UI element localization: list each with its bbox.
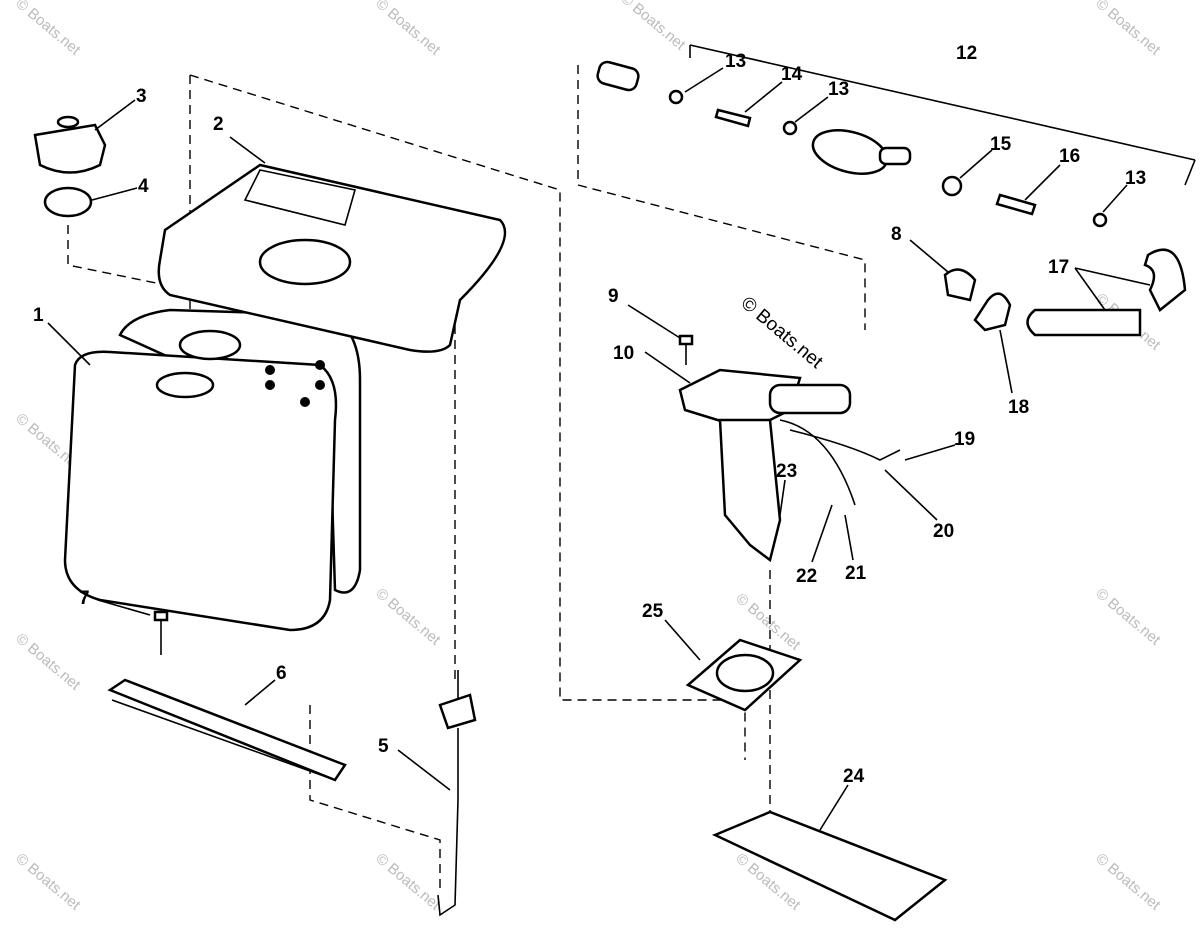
callout-24: 24 bbox=[843, 766, 865, 787]
part-4-gasket bbox=[43, 186, 93, 218]
part-10-fuel-pickup bbox=[678, 368, 901, 563]
watermark: © Boats.net bbox=[12, 850, 84, 914]
callout-10: 10 bbox=[613, 343, 634, 364]
callout-18: 18 bbox=[1008, 397, 1029, 418]
callout-17: 17 bbox=[1048, 257, 1069, 278]
watermark: © Boats.net bbox=[1092, 585, 1164, 649]
watermark: © Boats.net bbox=[1092, 850, 1164, 914]
callout-2: 2 bbox=[213, 114, 224, 135]
callout-3: 3 bbox=[136, 86, 147, 107]
watermark-center: © Boats.net bbox=[737, 293, 827, 374]
part-8-clamp bbox=[943, 268, 977, 302]
part-3-filler-cap bbox=[33, 115, 107, 174]
callout-16: 16 bbox=[1059, 146, 1080, 167]
callout-23: 23 bbox=[776, 461, 797, 482]
part-17-hose bbox=[1026, 248, 1187, 337]
watermark: © Boats.net bbox=[372, 585, 444, 649]
part-9-screw bbox=[678, 334, 694, 365]
watermark: © Boats.net bbox=[1092, 0, 1164, 59]
fuel-line-parts bbox=[596, 44, 1196, 228]
part-24-decal bbox=[711, 810, 948, 922]
leader-lines bbox=[47, 67, 1151, 831]
callout-12: 12 bbox=[956, 43, 977, 64]
part-25-gasket bbox=[685, 638, 803, 712]
callout-5: 5 bbox=[378, 736, 389, 757]
callout-20: 20 bbox=[933, 521, 954, 542]
part-7-screw bbox=[153, 610, 169, 655]
callout-9: 9 bbox=[608, 286, 619, 307]
callout-8: 8 bbox=[891, 224, 902, 245]
watermark: © Boats.net bbox=[12, 0, 84, 59]
callout-13b: 13 bbox=[828, 79, 849, 100]
watermark: © Boats.net bbox=[617, 0, 689, 54]
callout-4: 4 bbox=[138, 176, 149, 197]
callout-15: 15 bbox=[990, 134, 1012, 155]
callout-14: 14 bbox=[781, 64, 803, 85]
watermark: © Boats.net bbox=[12, 630, 84, 694]
callout-25: 25 bbox=[642, 601, 664, 622]
callout-22: 22 bbox=[796, 566, 817, 587]
callout-numbers: 1 2 3 4 5 6 7 8 9 10 12 13 14 13 15 16 1… bbox=[33, 43, 1146, 787]
callout-13c: 13 bbox=[1125, 168, 1146, 189]
callout-19: 19 bbox=[954, 429, 975, 450]
callout-6: 6 bbox=[276, 663, 287, 684]
part-1-fuel-tank bbox=[63, 308, 362, 632]
callout-21: 21 bbox=[845, 563, 867, 584]
watermark: © Boats.net bbox=[372, 850, 444, 914]
callout-13a: 13 bbox=[725, 51, 746, 72]
part-18-clamp bbox=[973, 292, 1012, 332]
callout-7: 7 bbox=[79, 588, 90, 609]
part-2-tank-cover bbox=[157, 163, 507, 353]
part-5-fuel-gauge bbox=[437, 670, 477, 917]
callout-1: 1 bbox=[33, 305, 44, 326]
part-6-bracket bbox=[107, 678, 347, 782]
watermark: © Boats.net bbox=[372, 0, 444, 59]
